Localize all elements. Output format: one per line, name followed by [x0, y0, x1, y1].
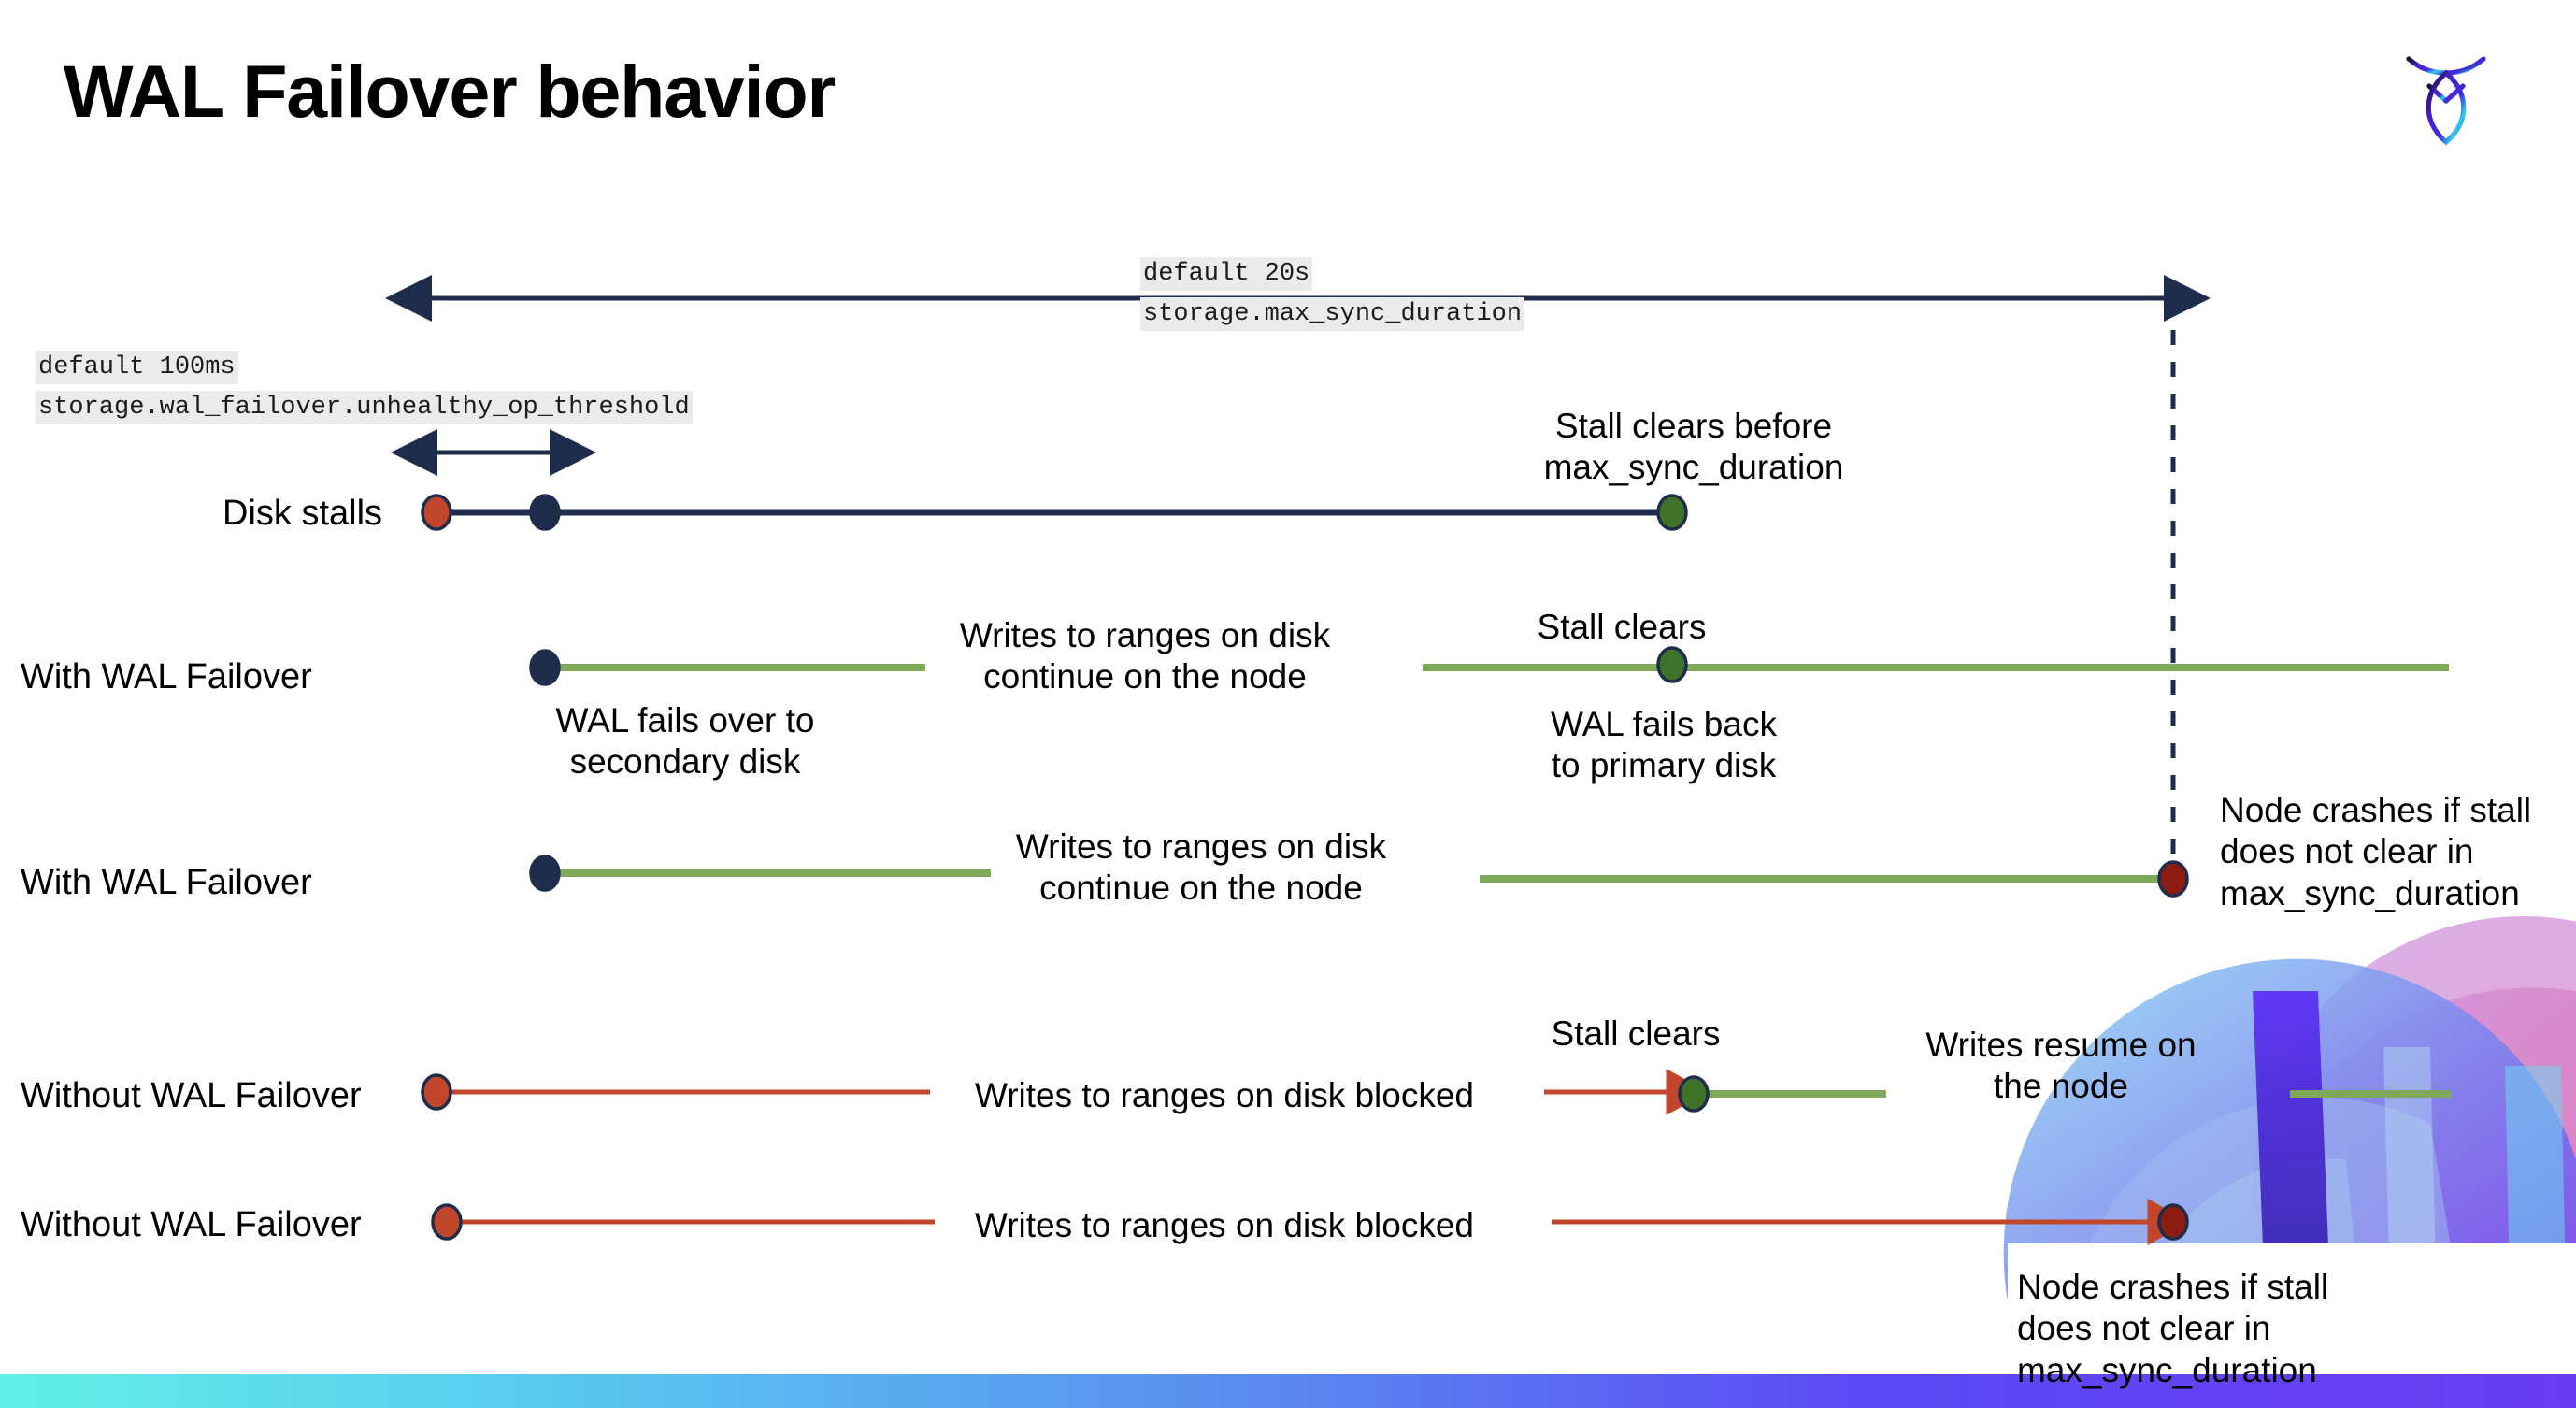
annotation-writes-blocked-2: Writes to ranges on disk blocked [974, 1206, 1475, 1244]
annotation-writes-blocked-1: Writes to ranges on disk blocked [974, 1076, 1475, 1114]
track-with-wal-failover-2 [529, 855, 2189, 898]
annotation-stall-clears-2: Stall clears [1551, 1014, 1721, 1053]
track-disk-stalls [421, 494, 1688, 531]
annotation-stall-clears-1: Stall clears [1537, 608, 1707, 646]
annotation-writes-resume: Writes resume on the node [1925, 1026, 2197, 1106]
annotation-stall-clears-before-max: Stall clears before max_sync_duration [1543, 407, 1844, 487]
row-label-without-wal-failover-1: Without WAL Failover [21, 1076, 362, 1115]
annotation-node-crashes-1: Node crashes if stall does not clear in … [2220, 791, 2532, 912]
annotation-wal-fails-back: WAL fails back to primary disk [1551, 705, 1777, 785]
annotation-writes-continue-2: Writes to ranges on disk continue on the… [1015, 827, 1387, 908]
row-label-with-wal-failover-1: With WAL Failover [21, 657, 312, 697]
code-label-max-sync-setting: storage.max_sync_duration [1140, 297, 1525, 332]
bottom-gradient-bar [0, 1374, 2576, 1408]
annotation-node-crashes-2: Node crashes if stall does not clear in … [2017, 1268, 2329, 1389]
row-label-disk-stalls: Disk stalls [222, 494, 383, 533]
row-label-without-wal-failover-2: Without WAL Failover [21, 1205, 362, 1244]
track-without-wal-failover-2 [431, 1199, 2190, 1245]
page-title: WAL Failover behavior [64, 50, 836, 133]
track-with-wal-failover-1 [529, 646, 2449, 686]
annotation-writes-continue-1: Writes to ranges on disk continue on the… [959, 616, 1331, 697]
cockroachdb-logo-icon [2385, 36, 2507, 157]
code-label-unhealthy-default: default 100ms [36, 351, 238, 385]
max-sync-duration-span [385, 275, 2211, 879]
annotation-wal-fails-over: WAL fails over to secondary disk [555, 701, 815, 782]
track-without-wal-failover-1 [421, 1069, 2451, 1115]
code-label-unhealthy-setting: storage.wal_failover.unhealthy_op_thresh… [36, 391, 693, 425]
code-label-max-sync-default: default 20s [1140, 257, 1313, 292]
row-label-with-wal-failover-2: With WAL Failover [21, 863, 312, 902]
